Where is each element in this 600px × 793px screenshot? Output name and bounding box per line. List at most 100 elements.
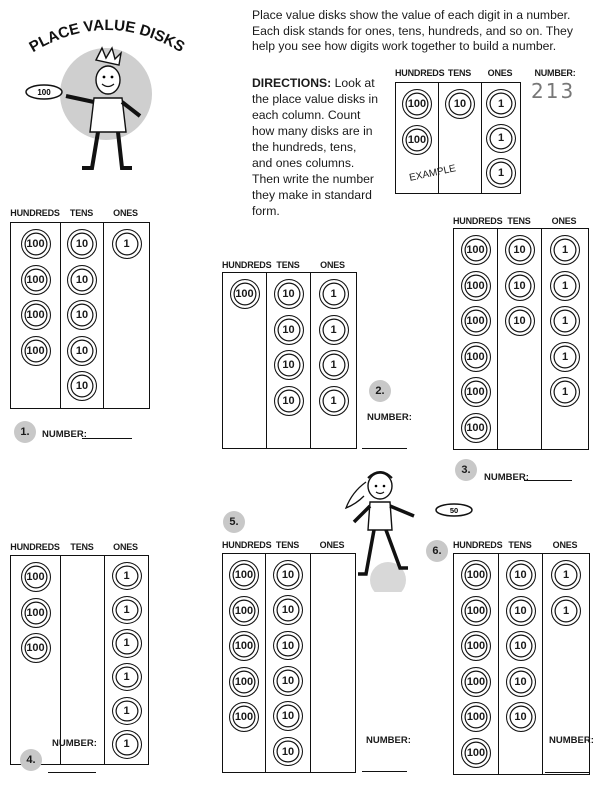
disk-value: 100 [26,642,45,654]
disk-value: 10 [75,309,89,321]
disk-value: 1 [330,359,337,371]
example-answer: 213 [531,79,576,103]
problem-5-number-label: NUMBER: [366,735,411,746]
problem-1-answer-line[interactable] [82,438,132,439]
problem-1-header-ones: ONES [113,208,138,218]
disk-value: 100 [466,315,485,327]
example-column-tens: 10 [439,83,482,193]
problem-6-header-tens: TENS [508,540,532,550]
problem-5-disk-tens: 10 [273,665,303,696]
girl-illustration: 50 [344,471,473,592]
problem-5-disk-tens: 10 [273,736,303,767]
problem-3-column-tens: 10 10 10 [498,229,542,449]
problem-3-answer-line[interactable] [524,480,572,481]
directions-text: Look at the place value disks in each co… [252,76,379,218]
problem-3-disk-hundreds: 100 [460,341,491,372]
problem-3-badge: 3. [455,459,477,481]
disk-value: 100 [466,421,485,434]
disk-value: 10 [513,315,526,327]
problem-2-number-label: NUMBER: [367,412,412,423]
disk-value: 1 [330,288,337,300]
disk-value: 100 [26,606,45,619]
problem-4-disk-ones: 1 [111,562,142,591]
problem-2-disk-hundreds: 100 [229,279,260,309]
problem-1-number-label: NUMBER: [42,429,87,440]
example-disk-tens: 10 [445,89,475,119]
problem-4-answer-line[interactable] [48,772,96,773]
disk-value: 100 [466,675,486,688]
example-disk-hundreds: 100 [402,124,432,155]
problem-4-disk-ones: 1 [111,730,142,759]
problem-1-disk-hundreds: 100 [20,335,51,366]
disk-value: 100 [466,604,486,617]
disk-value: 10 [281,568,295,581]
problem-4-header-tens: TENS [70,542,94,552]
disk-value: 1 [497,132,505,145]
problem-6-disk-ones: 1 [551,560,581,590]
problem-1-column-ones: 1 [104,223,149,408]
svg-text:100: 100 [37,88,51,97]
disk-value: 100 [466,711,486,723]
problem-2-disk-tens: 10 [273,350,304,380]
problem-2-disk-ones: 1 [318,350,349,380]
problem-2-answer-line[interactable] [362,448,407,449]
disk-value: 100 [466,350,485,363]
problem-1-disk-hundreds: 100 [20,264,51,295]
problem-2-badge: 2. [369,380,391,402]
disk-value: 1 [123,238,130,250]
problem-6-disk-hundreds: 100 [461,702,491,732]
problem-3-disk-hundreds: 100 [460,412,491,443]
problem-1-disk-tens: 10 [67,229,97,259]
problem-2-header-hundreds: HUNDREDS [222,260,272,270]
problem-6-disk-tens: 10 [505,560,536,590]
svg-text:50: 50 [450,506,458,515]
problem-5-answer-line[interactable] [362,771,407,772]
disk-value: 10 [281,745,295,758]
disk-value: 100 [466,746,486,759]
problem-1-badge: 1. [14,421,36,443]
problem-2-disk-tens: 10 [273,385,304,416]
problem-6-disk-tens: 10 [505,702,536,732]
problem-5-header-hundreds: HUNDREDS [222,540,272,550]
problem-3-number-label: NUMBER: [484,472,529,483]
problem-6-badge: 6. [426,540,448,562]
problem-5-disk-hundreds: 100 [229,631,259,661]
problem-2-disk-ones: 1 [318,279,349,309]
disk-value: 10 [513,244,526,256]
disk-value: 100 [26,571,45,583]
disk-value: 100 [466,386,485,398]
problem-5-disk-tens: 10 [273,560,303,590]
disk-value: 10 [514,569,527,581]
directions-paragraph: DIRECTIONS: Look at the place value disk… [252,75,380,219]
disk-value: 1 [561,315,569,327]
disk-value: 10 [75,238,89,250]
disk-value: 1 [562,604,570,617]
problem-6-header-ones: ONES [552,540,578,550]
disk-value: 100 [407,133,427,146]
problem-1-disk-hundreds: 100 [20,300,51,330]
problem-3-disk-tens: 10 [504,235,535,265]
disk-value: 10 [282,323,295,336]
problem-5-disk-tens: 10 [273,701,303,732]
problem-4-disk-ones: 1 [111,663,142,692]
problem-5-header-tens: TENS [275,540,300,550]
problem-6-answer-line[interactable] [545,772,590,773]
disk-value: 10 [282,288,295,300]
disk-value: 10 [513,279,526,292]
problem-2-column-tens: 10 10 10 10 [267,273,311,448]
problem-5-disk-hundreds: 100 [229,560,259,590]
disk-value: 1 [330,323,337,336]
problem-3-disk-tens: 10 [504,306,535,336]
problem-5-badge: 5. [223,511,245,533]
disk-value: 10 [75,344,89,357]
example-disk-ones: 1 [486,158,516,188]
problem-5-disk-tens: 10 [273,595,303,626]
disk-value: 100 [234,604,254,617]
disk-value: 10 [282,359,295,371]
